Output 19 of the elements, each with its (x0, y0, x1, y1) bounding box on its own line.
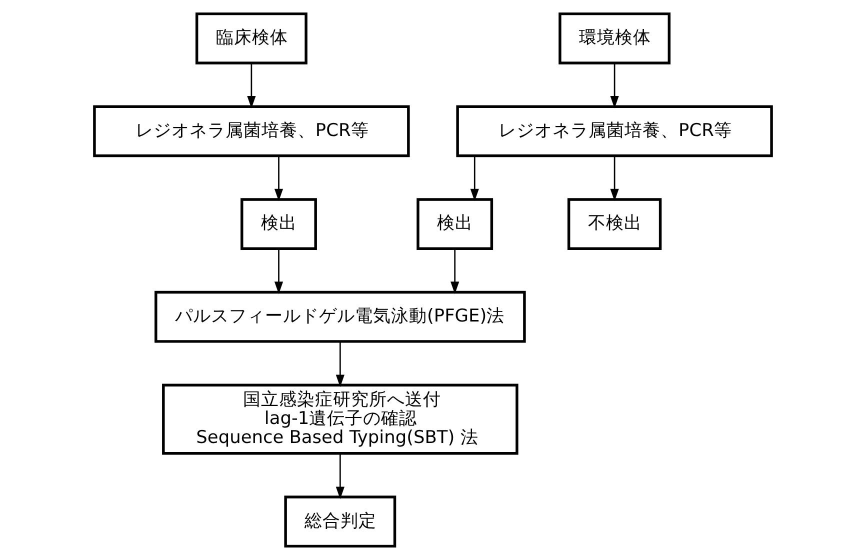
arrow (335, 342, 344, 388)
node-box: 環境検体 (558, 12, 670, 64)
arrow (246, 63, 256, 108)
node-box: レジオネラ属菌培養、PCR等 (456, 105, 772, 158)
node-box: レジオネラ属菌培養、PCR等 (92, 105, 410, 158)
arrow (470, 156, 478, 202)
node-box: 臨床検体 (194, 12, 307, 64)
node-box: 国立感染症研究所へ送付 lag-1遺伝子の確認 Sequence Based Typing(SBT) 法 (162, 384, 518, 455)
node-box: 不検出 (566, 198, 662, 250)
arrow (274, 248, 283, 294)
node-box: 検出 (416, 198, 493, 250)
node-box: 検出 (240, 198, 316, 250)
arrow (610, 156, 618, 202)
arrow (274, 156, 283, 202)
arrow (450, 248, 459, 294)
arrow (335, 454, 344, 500)
node-box: 総合判定 (284, 496, 396, 548)
arrow (610, 63, 618, 108)
node-box: パルスフィールドゲル電気泳動(PFGE)法 (154, 290, 526, 343)
